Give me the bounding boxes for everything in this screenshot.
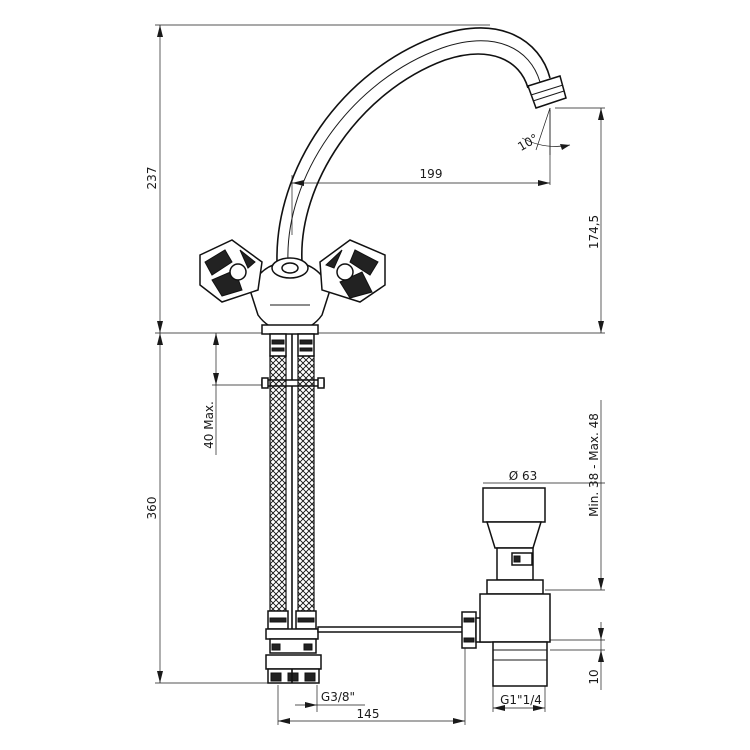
right-hose	[297, 355, 315, 612]
flexible-hoses	[265, 355, 322, 684]
mounting-assembly	[261, 333, 325, 640]
waste-flange	[482, 487, 546, 523]
dim-g1-1-4: G1"1/4	[500, 693, 542, 707]
left-handle	[199, 239, 263, 303]
dimension-labels: 237 360 174,5 199 10° 40 Max. Ø 63 Min. …	[145, 131, 601, 721]
dim-360: 360	[145, 497, 159, 520]
dim-145: 145	[357, 707, 380, 721]
dimension-lines	[157, 25, 604, 724]
spout	[276, 27, 567, 263]
dim-199: 199	[420, 167, 443, 181]
faucet-body	[199, 239, 386, 335]
dim-174-5: 174,5	[587, 215, 601, 249]
dim-10: 10	[587, 669, 601, 684]
right-handle	[319, 239, 386, 303]
dim-waste-range: Min. 38 - Max. 48	[587, 413, 601, 517]
dim-angle: 10°	[515, 131, 540, 154]
dim-237: 237	[145, 167, 159, 190]
dim-40-max: 40 Max.	[202, 401, 216, 449]
pop-up-waste	[479, 487, 551, 687]
waste-tail	[492, 641, 548, 687]
dim-waste-diameter: Ø 63	[509, 469, 538, 483]
left-hose	[269, 355, 287, 612]
dim-g3-8: G3/8"	[321, 690, 355, 704]
